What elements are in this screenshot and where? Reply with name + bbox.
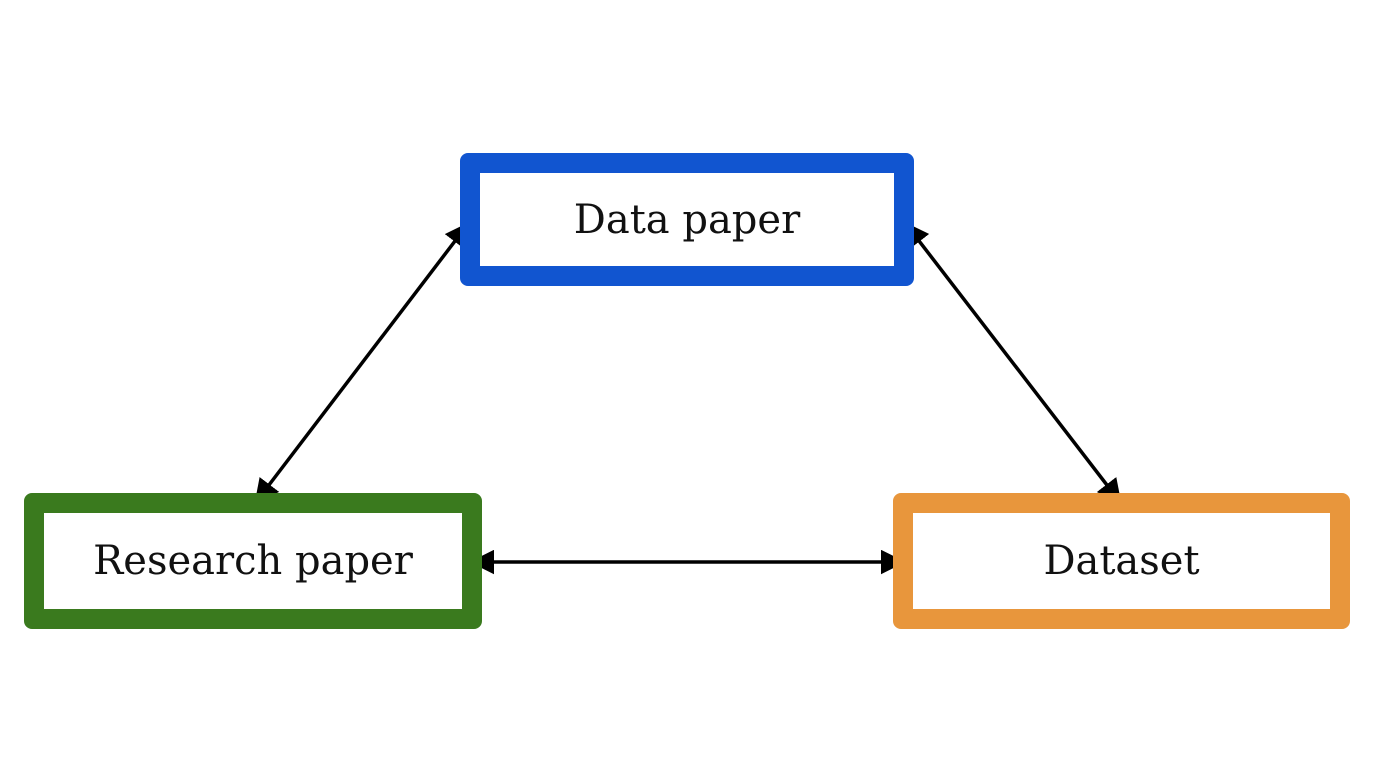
research-paper-node: Research paper xyxy=(24,493,482,629)
data-paper-label: Data paper xyxy=(573,196,801,243)
dataset-label: Dataset xyxy=(1043,538,1200,584)
dataset-node: Dataset xyxy=(893,493,1350,629)
arrow-data-paper-research-paper xyxy=(254,222,470,504)
research-paper-label: Research paper xyxy=(93,538,413,584)
arrow-data-paper-dataset xyxy=(904,222,1122,504)
data-paper-node: Data paper xyxy=(460,153,914,286)
